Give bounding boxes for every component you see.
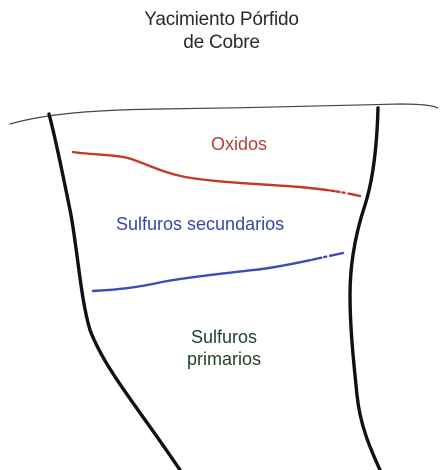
sulfide-zone-boundary (91, 251, 345, 293)
title-line-2: de Cobre (183, 32, 260, 53)
oxide-zone-label: Oxidos (211, 134, 268, 154)
diagram-title: Yacimiento Pórfido de Cobre (0, 8, 443, 54)
secondary-sulfide-zone-label: Sulfuros secundarios (116, 214, 285, 234)
oxide-zone-boundary (71, 150, 362, 198)
deposit-right-wall (348, 106, 382, 470)
primary-sulfide-zone-label: Sulfuros primarios (187, 326, 261, 370)
primary-label-line-1: Sulfuros (190, 327, 258, 347)
ground-surface-line (9, 103, 439, 125)
deposit-left-wall (47, 112, 182, 470)
title-line-1: Yacimiento Pórfido (144, 9, 299, 30)
primary-label-line-2: primarios (187, 349, 262, 369)
